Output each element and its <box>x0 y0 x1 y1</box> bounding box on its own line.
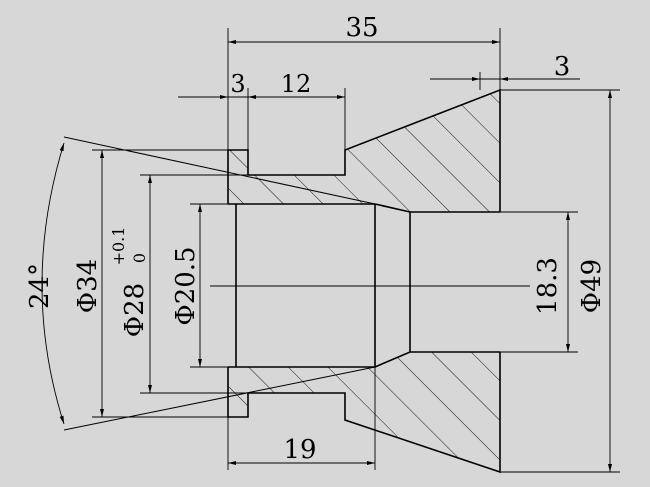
label-diameter-18-3: 18.3 <box>533 257 563 315</box>
label-tol-upper: +0.1 <box>109 227 128 266</box>
outer-profile-bottom <box>227 352 501 474</box>
label-tol-lower: 0 <box>130 253 149 263</box>
label-diameter-49: Φ49 <box>577 259 607 313</box>
label-diameter-28: Φ28 <box>120 283 150 337</box>
label-overall-length: 35 <box>345 13 378 43</box>
hatched-section <box>228 90 500 472</box>
taper-lines <box>63 136 376 431</box>
dimension-lines <box>41 39 613 472</box>
dim-24-arc <box>41 142 65 425</box>
outer-profile-top <box>227 88 501 212</box>
label-bore-length: 19 <box>283 435 316 465</box>
label-diameter-34: Φ34 <box>73 259 103 313</box>
extension-lines <box>92 28 620 473</box>
taper-line-bottom <box>63 366 376 431</box>
label-diameter-20-5: Φ20.5 <box>171 246 201 325</box>
label-shoulder-left: 3 <box>230 70 245 98</box>
label-taper-angle: 24° <box>25 263 55 309</box>
label-groove-width: 12 <box>281 70 312 98</box>
dimension-labels: 35 3 12 3 19 24° Φ34 Φ28 +0.1 0 Φ20.5 18… <box>25 13 607 465</box>
lower-section-hatch <box>228 352 500 472</box>
part-outline <box>227 88 501 474</box>
taper-line-top <box>63 136 376 205</box>
label-right-step: 3 <box>554 52 571 82</box>
upper-section-hatch <box>228 90 500 212</box>
